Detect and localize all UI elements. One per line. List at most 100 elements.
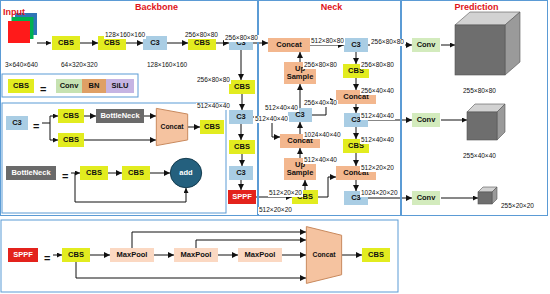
conv-block: Conv [412, 191, 440, 205]
label-holder: 64×320×320 [60, 54, 99, 70]
label-holder: 256×80×80 [196, 69, 231, 85]
label-holder: 255×40×40 [462, 145, 497, 161]
dimension-label: 64×320×320 [60, 62, 99, 69]
block-label: CBS [368, 251, 384, 259]
circle-outline [170, 158, 201, 187]
label-holder: 255×20×20 [500, 195, 535, 211]
dimension-label: 512×40×40 [360, 137, 395, 144]
feature-cube [497, 104, 505, 140]
cbs-block: CBS [229, 80, 255, 94]
connector [241, 50, 242, 80]
panel-heading: Neck [321, 3, 343, 12]
stage-panel: PredictionConvConvConv [401, 0, 548, 216]
cbs-block: CBS [62, 248, 90, 262]
block-label: C3 [351, 41, 361, 49]
block-label: SPPF [232, 193, 252, 201]
maxpool-block: MaxPool [110, 248, 154, 262]
label-holder: 128×160×160 [104, 24, 146, 40]
block-label: C3 [295, 111, 305, 119]
bottleneck-block: BottleNeck [96, 109, 144, 123]
cbs-block: CBS [58, 109, 84, 123]
input-arrow [37, 43, 51, 44]
connector [282, 255, 306, 256]
equals-sign: = [40, 84, 46, 95]
label-holder: 512×20×20 [360, 157, 395, 173]
cbs-block: CBS [122, 166, 150, 180]
label-holder: 256×80×80 [184, 24, 219, 40]
connector [218, 255, 238, 256]
cbs-block: CBS [52, 36, 80, 50]
block-label: SPPF [13, 251, 33, 259]
feature-cube [455, 25, 505, 75]
definition-panel [2, 74, 138, 97]
label-holder: Input [3, 2, 25, 18]
c3-block: C3 [143, 36, 167, 50]
connector [242, 94, 243, 110]
block-label: C3 [236, 113, 246, 121]
concat-block: Concat [268, 38, 310, 52]
label-holder: 1024×20×20 [360, 182, 399, 198]
connector [154, 255, 174, 256]
output-arrow [441, 198, 478, 199]
connector [167, 43, 188, 44]
conv-block: Conv [412, 38, 440, 52]
connector [126, 43, 143, 44]
feature-cube [492, 187, 497, 204]
input-arrow [53, 255, 62, 256]
dimension-label: 128×160×160 [104, 32, 146, 39]
label-holder: 255×80×80 [462, 80, 497, 96]
block-label: CBS [58, 39, 74, 47]
dimension-label: 512×20×20 [258, 207, 293, 214]
sppf-block: SPPF [8, 248, 38, 262]
connector [356, 104, 357, 113]
label-holder: 512×40×40 [303, 149, 338, 165]
cbs-block: CBS [8, 79, 34, 93]
block-label: Concat [276, 41, 301, 49]
dimension-label: 512×80×80 [310, 38, 345, 45]
label-holder: 256×80×80 [370, 31, 405, 47]
connector [150, 173, 170, 174]
maxpool-block: MaxPool [238, 248, 282, 262]
label-holder: 512×80×80 [310, 30, 345, 46]
block-label: Concat [160, 123, 183, 130]
block-label: CBS [128, 169, 144, 177]
equals-sign: = [44, 253, 50, 264]
dimension-label: 256×80×80 [370, 39, 405, 46]
c3-block: C3 [344, 38, 368, 52]
block-label: C3 [12, 119, 22, 127]
c3-block: C3 [229, 166, 253, 180]
trapezoid-outline [156, 108, 187, 145]
block-label: CBS [63, 112, 79, 120]
connector [305, 180, 306, 190]
dimension-label: 255×80×80 [462, 88, 497, 95]
dimension-label: 512×40×40 [196, 103, 231, 110]
connector [356, 52, 357, 64]
output-arrow [441, 45, 455, 46]
dimension-label: 128×160×160 [146, 62, 188, 69]
conv-segment: Conv [56, 79, 82, 93]
connector [300, 52, 301, 62]
cbs-block: CBS [229, 140, 255, 154]
output-arrow [441, 120, 467, 121]
definition-panel [2, 103, 226, 213]
panel-heading: Prediction [454, 3, 498, 12]
block-label: CBS [68, 251, 84, 259]
block-label: Conv [417, 194, 436, 202]
connector [90, 255, 110, 256]
connector [241, 180, 242, 190]
label-holder: 256×40×40 [303, 92, 338, 108]
connector [368, 198, 412, 199]
dimension-label: 256×80×80 [224, 35, 259, 42]
trapezoid-outline [306, 227, 341, 284]
connector [144, 116, 156, 117]
connector [300, 84, 301, 108]
cbs-block: CBS [362, 248, 390, 262]
concat-trapezoid: Concat [156, 108, 188, 146]
connector [318, 177, 336, 197]
label-holder: = [44, 249, 50, 265]
section-title: Input [3, 8, 25, 17]
dimension-label: 256×80×80 [184, 32, 219, 39]
connector [356, 78, 357, 90]
label-holder: 512×40×40 [264, 97, 299, 113]
block-label: add [179, 169, 192, 177]
